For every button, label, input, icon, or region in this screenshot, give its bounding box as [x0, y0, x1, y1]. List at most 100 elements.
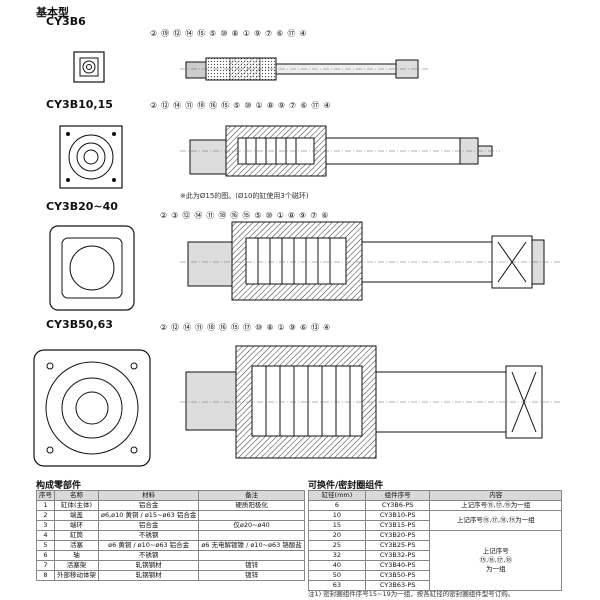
parts-cell-name: 活塞架 [54, 560, 99, 571]
cy3b50-section-view [180, 345, 560, 459]
kits-cell-kit: CY3B40-PS [364, 560, 431, 571]
callout-number: ② [160, 323, 168, 332]
parts-cell-name: 缸体(主体) [54, 500, 99, 511]
parts-cell-rem: ø6 无电解镀镍 / ø10~ø63 铬酸盐 [198, 540, 305, 551]
parts-cell-mat: 不锈钢 [97, 550, 200, 561]
callout-number: ⑩ [255, 323, 263, 332]
parts-col-rem: 备注 [198, 490, 305, 501]
kits-cell-bore: 15 [308, 520, 366, 531]
parts-table-title: 构成零部件 [36, 481, 82, 491]
callout-number: ⑦ [265, 29, 273, 38]
footnote: 注1) 密封圈组件序号15~19为一组，按各缸径的密封圈组件型号订购。 [308, 590, 515, 598]
callout-number: ⑫ [171, 323, 180, 332]
parts-col-mat: 材料 [97, 490, 200, 501]
parts-cell-name: 活塞 [54, 540, 99, 551]
parts-cell-name: 外部移动体架 [54, 570, 99, 581]
kits-cell-kit: CY3B32-PS [364, 550, 431, 561]
callout-number: ② [160, 211, 168, 220]
parts-cell-mat: ø6,ø10 黄铜 / ø15~ø63 铝合金 [97, 510, 200, 521]
kits-cell-kit: CY3B63-PS [364, 580, 431, 591]
callout-number: ⑦ [310, 211, 318, 220]
model-label-cy3b50-63: CY3B50,63 [46, 318, 113, 331]
parts-cell-name: 端环 [54, 520, 99, 531]
callout-number: ⑭ [173, 101, 182, 110]
callout-number: ⑨ [277, 101, 286, 110]
parts-col-no: 序号 [36, 490, 55, 501]
callout-number: ⑱ [197, 101, 206, 110]
parts-cell-no: 3 [36, 520, 55, 531]
callout-number: ⑤ [233, 101, 241, 110]
cy3b20-section-view [180, 221, 560, 301]
callout-number: ③ [171, 211, 179, 220]
parts-cell-no: 7 [36, 560, 55, 571]
callout-number: ⑤ [254, 211, 262, 220]
callout-number: ⑩ [220, 29, 228, 38]
callout-number: ⑪ [185, 101, 194, 110]
page-title: 基本型 [36, 6, 69, 19]
cy3b6-section-view [180, 57, 430, 81]
kits-cell-kit: CY3B50-PS [364, 570, 431, 581]
parts-cell-no: 6 [36, 550, 55, 561]
callout-number: ⑧ [266, 323, 274, 332]
parts-cell-no: 1 [36, 500, 55, 511]
cy3b20-end-view [49, 225, 135, 311]
callout-number: ⑨ [253, 29, 262, 38]
kits-col-kit: 组件序号 [364, 490, 431, 501]
callout-number: ⑰ [243, 323, 252, 332]
callout-number: ① [277, 323, 285, 332]
parts-cell-rem: 硬质阳极化 [198, 500, 305, 511]
callout-number: ⑥ [321, 211, 329, 220]
kits-cell-bore: 32 [308, 550, 366, 561]
callout-number: ⑪ [195, 323, 204, 332]
kits-cell-bore: 10 [308, 510, 366, 521]
callout-number: ① [242, 29, 250, 38]
callout-number: ④ [323, 101, 331, 110]
kits-cell-content: 上记序号⑮,⑰,⑲为一组 [429, 500, 562, 511]
cy3b6-end-view [73, 51, 105, 83]
kits-cell-content: 上记序号⑮,⑰,⑱,⑲为一组 [429, 510, 562, 531]
callout-number: ⑲ [161, 29, 170, 38]
kits-cell-kit: CY3B10-PS [364, 510, 431, 521]
callout-number: ⑦ [289, 101, 297, 110]
callout-number: ⑤ [209, 29, 217, 38]
callout-number: ② [150, 29, 158, 38]
parts-col-name: 名称 [54, 490, 99, 501]
callout-number: ⑭ [185, 29, 194, 38]
callout-number: ① [276, 211, 284, 220]
callout-number: ⑮ [231, 323, 240, 332]
parts-cell-name: 端盖 [54, 510, 99, 521]
parts-cell-rem: 镀锌 [198, 560, 305, 571]
callout-number: ⑪ [206, 211, 215, 220]
callout-number: ⑯ [219, 323, 228, 332]
callout-number: ⑱ [207, 323, 216, 332]
callout-number: ⑥ [299, 323, 308, 332]
cy3b50-end-view [33, 349, 151, 467]
parts-cell-no: 8 [36, 570, 55, 581]
callout-number: ⑧ [266, 101, 274, 110]
parts-cell-mat: 轧钢钢材 [97, 570, 200, 581]
kits-cell-kit: CY3B15-PS [364, 520, 431, 531]
parts-cell-mat: 铝合金 [97, 500, 200, 511]
callout-number: ⑫ [182, 211, 191, 220]
parts-cell-mat: 铝合金 [97, 520, 200, 531]
callout-number: ⑱ [218, 211, 227, 220]
kits-col-content: 内容 [429, 490, 562, 501]
callout-number: ⑰ [287, 29, 296, 38]
kits-cell-bore: 20 [308, 530, 366, 541]
parts-cell-name: 轴 [54, 550, 99, 561]
kits-cell-kit: CY3B20-PS [364, 530, 431, 541]
